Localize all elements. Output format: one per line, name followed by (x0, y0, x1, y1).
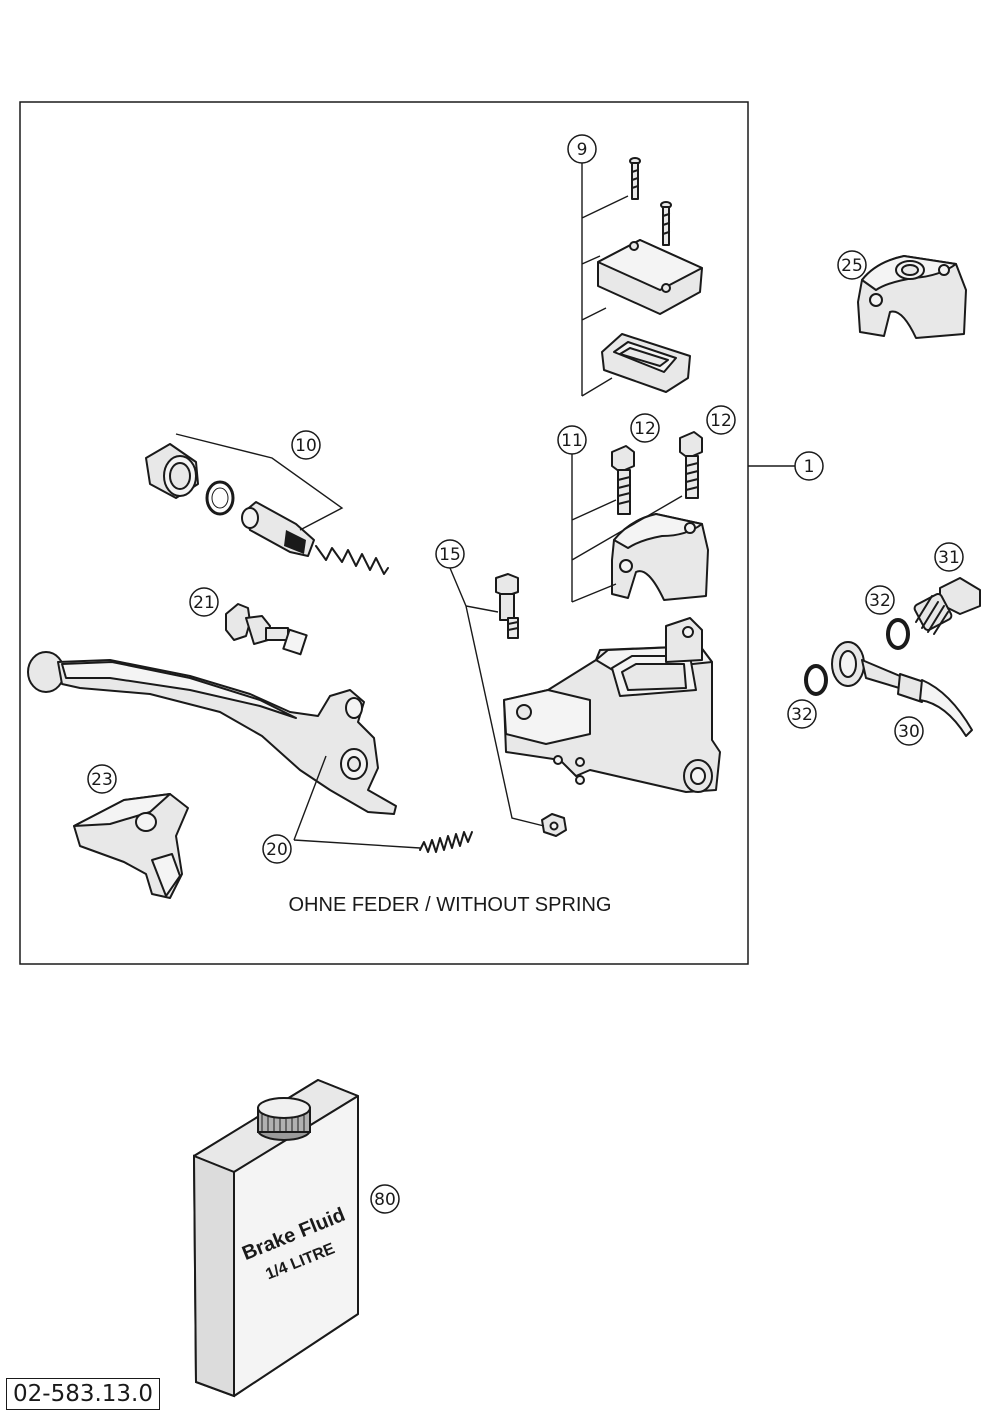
piston-kit (145, 443, 389, 575)
callout-31-label: 31 (938, 548, 960, 568)
callout-12b-label: 12 (710, 411, 732, 431)
callout-30-label: 30 (898, 722, 920, 742)
callout-12a: 12 (630, 413, 660, 443)
reservoir-cap-group (597, 157, 703, 393)
callout-11: 11 (557, 425, 587, 455)
drawing-number: 02-583.13.0 (6, 1378, 160, 1410)
sealing-washer-lower (804, 664, 828, 696)
callout-20-label: 20 (266, 840, 288, 860)
banjo-bolt (913, 577, 981, 635)
brake-fluid-bottle: Brake Fluid 1/4 LITRE (192, 1079, 359, 1398)
master-cylinder-body (503, 617, 721, 793)
cap-screw-1 (629, 157, 641, 200)
brake-hose (831, 641, 973, 737)
handlebar-clamp (611, 513, 709, 601)
note-without-spring: OHNE FEDER / WITHOUT SPRING (289, 894, 612, 916)
callout-11-label: 11 (561, 431, 583, 451)
callout-10: 10 (291, 430, 321, 460)
lever-adjuster (225, 603, 308, 656)
piston (241, 501, 315, 557)
callout-32a: 32 (865, 585, 895, 615)
assembly-frame (19, 101, 749, 965)
callout-30: 30 (894, 716, 924, 746)
cap-screw-2 (660, 201, 672, 246)
callout-23: 23 (87, 764, 117, 794)
clamp-bolt-1 (611, 445, 635, 515)
reservoir-cap (597, 239, 703, 315)
callout-1: 1 (794, 451, 824, 481)
callout-20: 20 (262, 834, 292, 864)
callout-31: 31 (934, 542, 964, 572)
lever-cover (73, 793, 189, 899)
callout-25: 25 (837, 250, 867, 280)
callout-80-label: 80 (374, 1190, 396, 1210)
brake-lever (27, 651, 397, 815)
clamp-bolts (611, 431, 703, 515)
circlip (205, 480, 235, 516)
dust-boot (145, 443, 199, 499)
callout-12b: 12 (706, 405, 736, 435)
reservoir-membrane (601, 333, 691, 393)
callout-9-label: 9 (577, 140, 588, 160)
callout-12a-label: 12 (634, 419, 656, 439)
clamp-bolt-2 (679, 431, 703, 499)
pivot-bolt (495, 573, 519, 639)
sealing-washer-upper (886, 618, 910, 650)
callout-32b: 32 (787, 699, 817, 729)
callout-15-label: 15 (439, 545, 461, 565)
clamp-spare (857, 255, 967, 339)
adjuster-spring (419, 831, 473, 853)
pivot-nut (541, 813, 567, 837)
callout-25-label: 25 (841, 256, 863, 276)
callout-80: 80 (370, 1184, 400, 1214)
callout-32a-label: 32 (869, 591, 891, 611)
callout-9: 9 (567, 134, 597, 164)
callout-32b-label: 32 (791, 705, 813, 725)
callout-1-label: 1 (804, 457, 815, 477)
return-spring (315, 545, 389, 575)
callout-23-label: 23 (91, 770, 113, 790)
callout-21-label: 21 (193, 593, 215, 613)
callout-21: 21 (189, 587, 219, 617)
callout-15: 15 (435, 539, 465, 569)
callout-10-label: 10 (295, 436, 317, 456)
